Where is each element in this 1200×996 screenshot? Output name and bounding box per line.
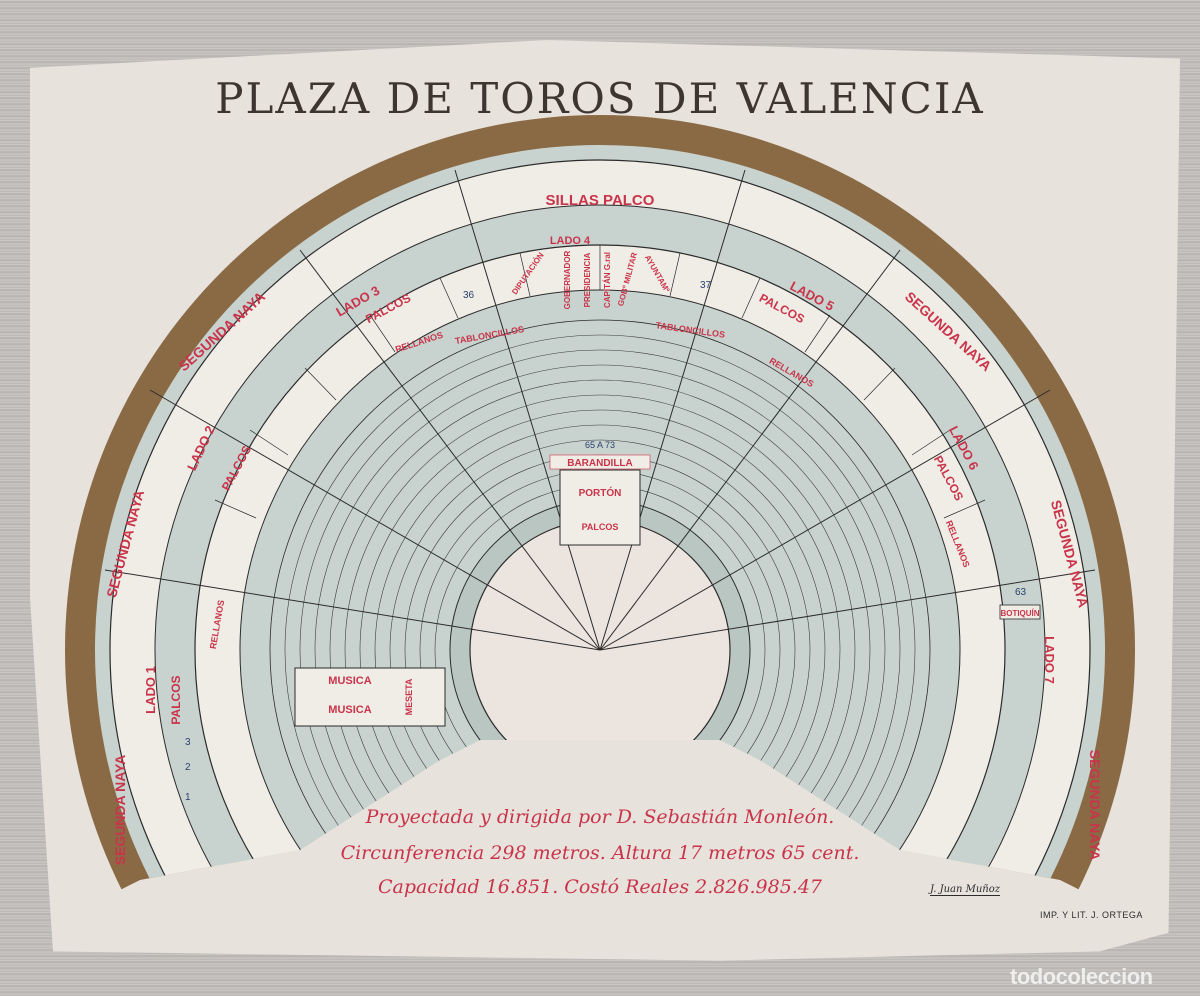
box-presidencia: PRESIDENCIA [583, 252, 592, 307]
palco-37: 37 [700, 280, 712, 291]
segunda-naya-label-5: SEGUNDA NAYA [112, 755, 128, 865]
palcos-gate-label: PALCOS [582, 522, 619, 532]
palco-1: 1 [185, 792, 191, 803]
palco-3: 3 [185, 737, 191, 748]
botiquin-label: BOTIQUÍN [1000, 609, 1039, 618]
box-capitan-general: CAPITÁN G.ral [603, 252, 612, 308]
footer-dimensions: Circunferencia 298 metros. Altura 17 met… [340, 842, 860, 864]
palcos-label-1: PALCOS [169, 675, 183, 724]
porton-gate [559, 469, 641, 546]
lado-7-label: LADO 7 [1042, 636, 1057, 684]
porton-label: PORTÓN [579, 486, 622, 499]
palco-63: 63 [1015, 587, 1027, 598]
footer-architect: Proyectada y dirigida por D. Sebastián M… [365, 806, 835, 828]
barandilla [549, 454, 651, 470]
row-note: 65 A 73 [585, 440, 615, 450]
musica-label-2: MUSICA [328, 704, 371, 716]
artist-signature: J. Juan Muñoz [930, 884, 1001, 896]
palco-36: 36 [463, 290, 475, 301]
palco-2: 2 [185, 762, 191, 773]
printer-credit: IMP. Y LIT. J. ORTEGA [1040, 910, 1143, 920]
footer-capacity-cost: Capacidad 16.851. Costó Reales 2.826.985… [377, 876, 823, 898]
sillas-palco-label: SILLAS PALCO [546, 192, 655, 209]
segunda-naya-label-6: SEGUNDA NAYA [1087, 750, 1103, 860]
botiquin-box [999, 604, 1041, 620]
musica-label-1: MUSICA [328, 675, 371, 687]
page-title: PLAZA DE TOROS DE VALENCIA [215, 74, 985, 123]
lado-4-label: LADO 4 [550, 235, 591, 247]
meseta-label: MESETA [404, 678, 414, 715]
watermark: todocoleccion [1010, 964, 1153, 989]
lado-1-label: LADO 1 [143, 666, 158, 714]
barandilla-label: BARANDILLA [567, 458, 633, 469]
musica-box [294, 667, 446, 727]
box-gobernador: GOBERNADOR [563, 250, 572, 309]
